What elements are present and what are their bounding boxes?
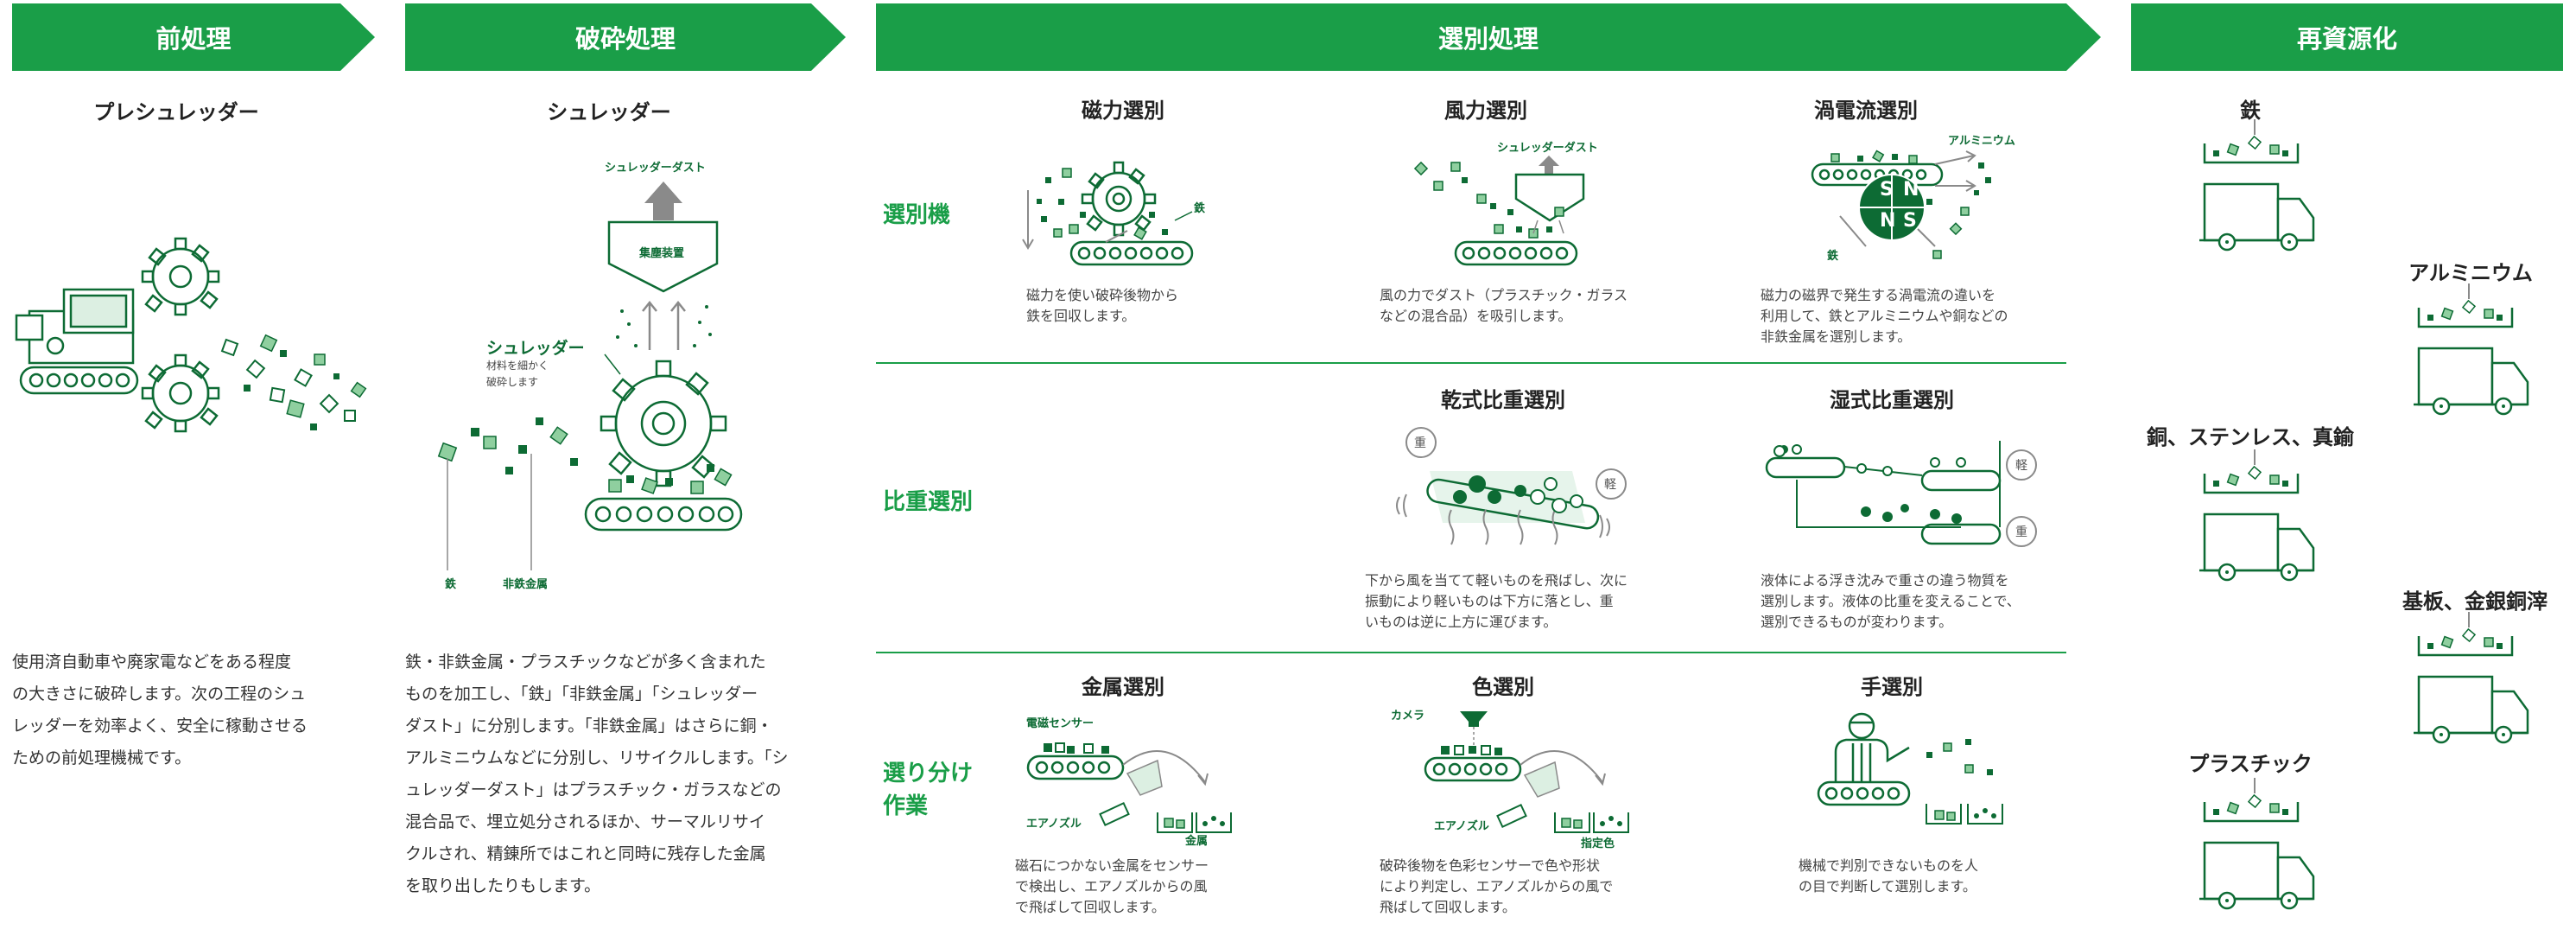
- light-label: 軽: [2015, 459, 2027, 473]
- label-target-color: 指定色: [1581, 837, 1615, 850]
- gear-icon: [141, 353, 220, 433]
- conveyor-icon: [1424, 756, 1522, 782]
- recycle-item-copper: 銅、ステンレス、真鍮: [2147, 425, 2354, 449]
- recycle-item-iron: 鉄: [2240, 99, 2261, 123]
- header-recycling: 再資源化: [2131, 3, 2563, 71]
- gear-icon: [600, 360, 727, 487]
- conveyor-icon: [584, 497, 743, 532]
- wind-illustration: [1413, 156, 1585, 266]
- recycle-item-aluminum: アルミニウム: [2408, 261, 2533, 285]
- pre-shredder-title: プレシュレッダー: [93, 100, 259, 124]
- header-crushing: 破砕処理: [405, 3, 846, 71]
- shredder-illustration: [437, 181, 743, 570]
- label-nozzle: エアノズル: [1026, 818, 1082, 831]
- header-label: 破砕処理: [574, 24, 676, 54]
- wet-gravity-description: 液体による浮き沈みで重さの違う物質を 選別します。液体の比重を変えることで、 選…: [1761, 572, 2021, 630]
- label-nonferrous: 非鉄金属: [503, 578, 549, 591]
- row-label-sorter: 選別機: [883, 202, 951, 228]
- label-shredder: シュレッダー: [486, 339, 585, 358]
- recycle-item-plastic: プラスチック: [2188, 752, 2313, 776]
- dry-gravity-description: 下から風を当てて軽いものを飛ばし、次に 振動により軽いものは下方に落とし、重 い…: [1365, 572, 1628, 630]
- row-divider: [876, 362, 2066, 364]
- header-label: 再資源化: [2296, 24, 2397, 54]
- color-sort-description: 破砕後物を色彩センサーで色や形状 により判定し、エアノズルからの風で 飛ばして回…: [1380, 857, 1614, 915]
- label-nozzle: エアノズル: [1434, 820, 1489, 833]
- pre-shredder-illustration: [15, 237, 367, 433]
- label-shredder-dust: シュレッダーダスト: [605, 162, 706, 175]
- label-collector: 集塵装置: [639, 247, 685, 260]
- wind-title: 風力選別: [1444, 99, 1527, 123]
- label-metal: 金属: [1185, 835, 1209, 848]
- truck-icon: [2198, 776, 2315, 910]
- dry-gravity-title: 乾式比重選別: [1441, 388, 1565, 412]
- header-label: 選別処理: [1437, 24, 1539, 54]
- gear-icon: [141, 237, 220, 316]
- label-shredder-note: 材料を細かく 破砕します: [486, 360, 549, 388]
- header-preprocess: 前処理: [12, 3, 375, 71]
- row-divider: [876, 652, 2066, 653]
- truck-icon: [2198, 118, 2315, 252]
- metal-sort-illustration: [1026, 742, 1232, 833]
- eddy-title: 渦電流選別: [1814, 99, 1918, 123]
- magnet-icon: [1858, 174, 1926, 241]
- shredder-description: 鉄・非鉄金属・プラスチックなどが多く含まれた ものを加工し、「鉄」「非鉄金属」「…: [405, 653, 789, 895]
- magnetic-title: 磁力選別: [1082, 99, 1164, 123]
- metal-sort-description: 磁石につかない金属をセンサー で検出し、エアノズルからの風 で飛ばして回収します…: [1015, 857, 1209, 915]
- person-icon: [1834, 712, 1910, 782]
- truck-icon: [2198, 448, 2315, 582]
- conveyor-icon: [1069, 240, 1194, 266]
- hand-sort-title: 手選別: [1861, 675, 1923, 699]
- label-sensor: 電磁センサー: [1026, 717, 1094, 730]
- nozzle-icon: [1496, 803, 1527, 829]
- truck-icon: [2412, 282, 2529, 416]
- magnetic-description: 磁力を使い破砕後物から 鉄を回収します。: [1026, 287, 1179, 324]
- label-iron: 鉄: [1827, 250, 1839, 263]
- recycle-item-board: 基板、金銀銅滓: [2402, 589, 2547, 614]
- pole-n: N: [1903, 179, 1919, 201]
- wind-description: 風の力でダスト（プラスチック・ガラス などの混合品）を吸引します。: [1380, 287, 1628, 324]
- eddy-illustration: [1811, 150, 1991, 259]
- header-sorting: 選別処理: [876, 3, 2101, 71]
- nozzle-icon: [1099, 801, 1130, 827]
- label-iron: 鉄: [445, 578, 457, 591]
- hand-sort-illustration: [1817, 712, 2003, 825]
- conveyor-icon: [1454, 240, 1578, 266]
- label-shredder-dust: シュレッダーダスト: [1497, 142, 1598, 155]
- eddy-description: 磁力の磁界で発生する渦電流の違いを 利用して、鉄とアルミニウムや銅などの 非鉄金…: [1761, 287, 2008, 345]
- dry-gravity-illustration: [1396, 427, 1627, 545]
- wet-gravity-illustration: [1765, 441, 2037, 547]
- label-iron: 鉄: [1194, 202, 1206, 215]
- row-label-gravity: 比重選別: [883, 489, 974, 515]
- truck-icon: [2412, 610, 2529, 744]
- camera-icon: [1460, 711, 1488, 727]
- pole-s: S: [1903, 210, 1917, 232]
- header-label: 前処理: [155, 24, 232, 54]
- gear-icon: [1081, 161, 1157, 237]
- metal-sort-title: 金属選別: [1082, 675, 1164, 699]
- shredder-title: シュレッダー: [547, 100, 671, 124]
- magnetic-illustration: [1022, 161, 1194, 266]
- color-sort-illustration: [1424, 711, 1629, 833]
- heavy-label: 重: [2015, 525, 2027, 539]
- color-sort-title: 色選別: [1472, 675, 1534, 699]
- label-camera: カメラ: [1391, 710, 1425, 723]
- conveyor-icon: [1817, 780, 1911, 806]
- hand-sort-description: 機械で判別できないものを人 の目で判断して選別します。: [1799, 857, 1979, 895]
- conveyor-icon: [1026, 755, 1125, 780]
- label-aluminum: アルミニウム: [1948, 135, 2015, 148]
- pole-n: N: [1880, 210, 1896, 232]
- wet-gravity-title: 湿式比重選別: [1830, 388, 1954, 412]
- pre-shredder-description: 使用済自動車や廃家電などをある程度 の大きさに破砕します。次の工程のシュ レッダ…: [12, 653, 308, 767]
- heavy-label: 重: [1414, 436, 1426, 450]
- light-label: 軽: [1604, 478, 1616, 492]
- row-label-manual: 選り分け作業: [883, 761, 974, 819]
- pole-s: S: [1880, 179, 1894, 201]
